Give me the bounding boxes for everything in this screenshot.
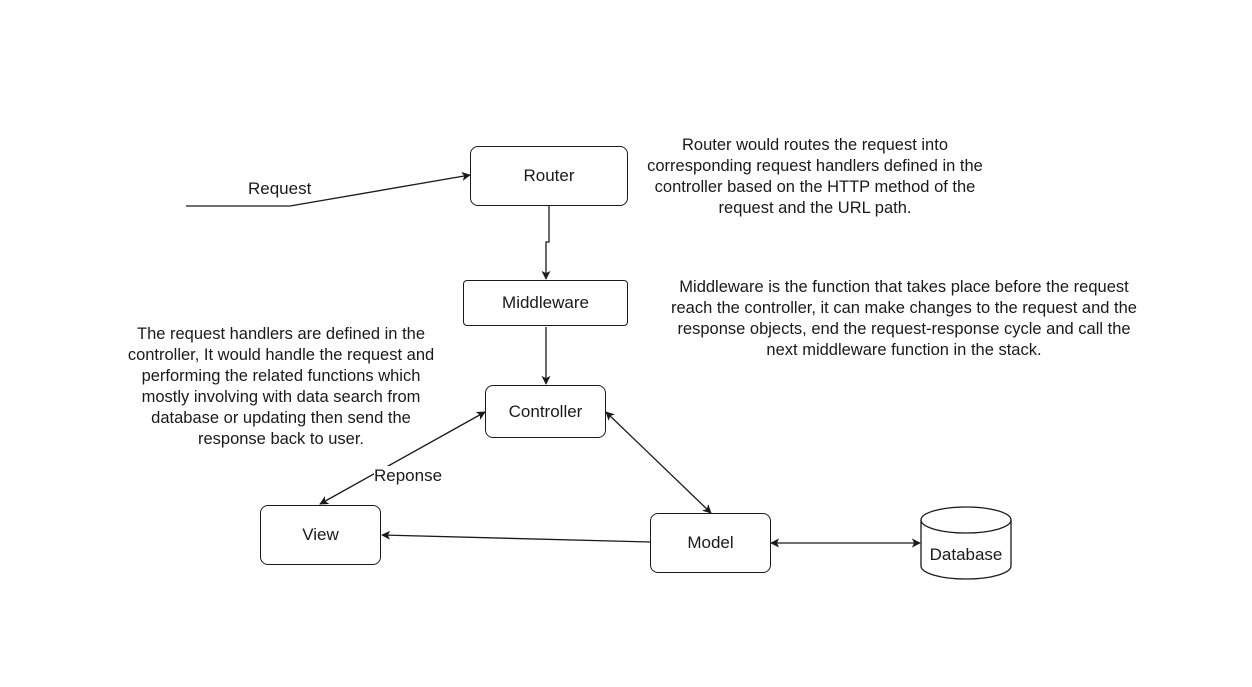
controller-note-line: response back to user. bbox=[197, 430, 364, 448]
router-node[interactable]: Router bbox=[470, 146, 628, 206]
response-edge-label: Reponse bbox=[374, 466, 443, 486]
router-note: Router would routes the request into cor… bbox=[630, 135, 1000, 219]
edge-request-to-router bbox=[186, 171, 471, 207]
middleware-note-line: reach the controller, it can make change… bbox=[671, 299, 1137, 317]
view-node-label: View bbox=[302, 525, 339, 544]
controller-note-line: controller, It would handle the request … bbox=[127, 346, 435, 364]
controller-note-line: performing the related functions which bbox=[141, 367, 421, 385]
controller-note-line: The request handlers are defined in the bbox=[136, 325, 426, 343]
controller-note: The request handlers are defined in the … bbox=[110, 324, 452, 450]
router-note-line: corresponding request handlers defined i… bbox=[647, 157, 983, 175]
middleware-note-line: Middleware is the function that takes pl… bbox=[679, 278, 1129, 296]
controller-node[interactable]: Controller bbox=[485, 385, 606, 438]
middleware-note-line: response objects, end the request-respon… bbox=[677, 320, 1131, 338]
controller-note-line: mostly involving with data search from bbox=[141, 388, 421, 406]
middleware-note-line: next middleware function in the stack. bbox=[766, 341, 1042, 359]
database-node-label: Database bbox=[929, 545, 1003, 564]
controller-node-label: Controller bbox=[508, 401, 583, 421]
edge-controller-view bbox=[319, 411, 486, 505]
router-note-line: request and the URL path. bbox=[718, 199, 912, 217]
middleware-note: Middleware is the function that takes pl… bbox=[645, 277, 1163, 361]
router-note-line: controller based on the HTTP method of t… bbox=[654, 178, 976, 196]
model-node-label: Model bbox=[687, 533, 734, 552]
router-node-label: Router bbox=[523, 166, 575, 185]
router-note-line: Router would routes the request into bbox=[682, 136, 948, 154]
edge-router-to-middleware bbox=[541, 206, 551, 280]
edge-model-to-view bbox=[381, 530, 651, 543]
database-cylinder-icon bbox=[920, 506, 1012, 580]
request-edge-label: Request bbox=[248, 179, 312, 198]
edge-controller-model bbox=[605, 411, 712, 514]
middleware-node-label: Middleware bbox=[502, 293, 589, 312]
view-node[interactable]: View bbox=[260, 505, 381, 565]
middleware-node[interactable]: Middleware bbox=[463, 280, 628, 326]
model-node[interactable]: Model bbox=[650, 513, 771, 573]
controller-note-line: database or updating then send the bbox=[151, 409, 411, 427]
